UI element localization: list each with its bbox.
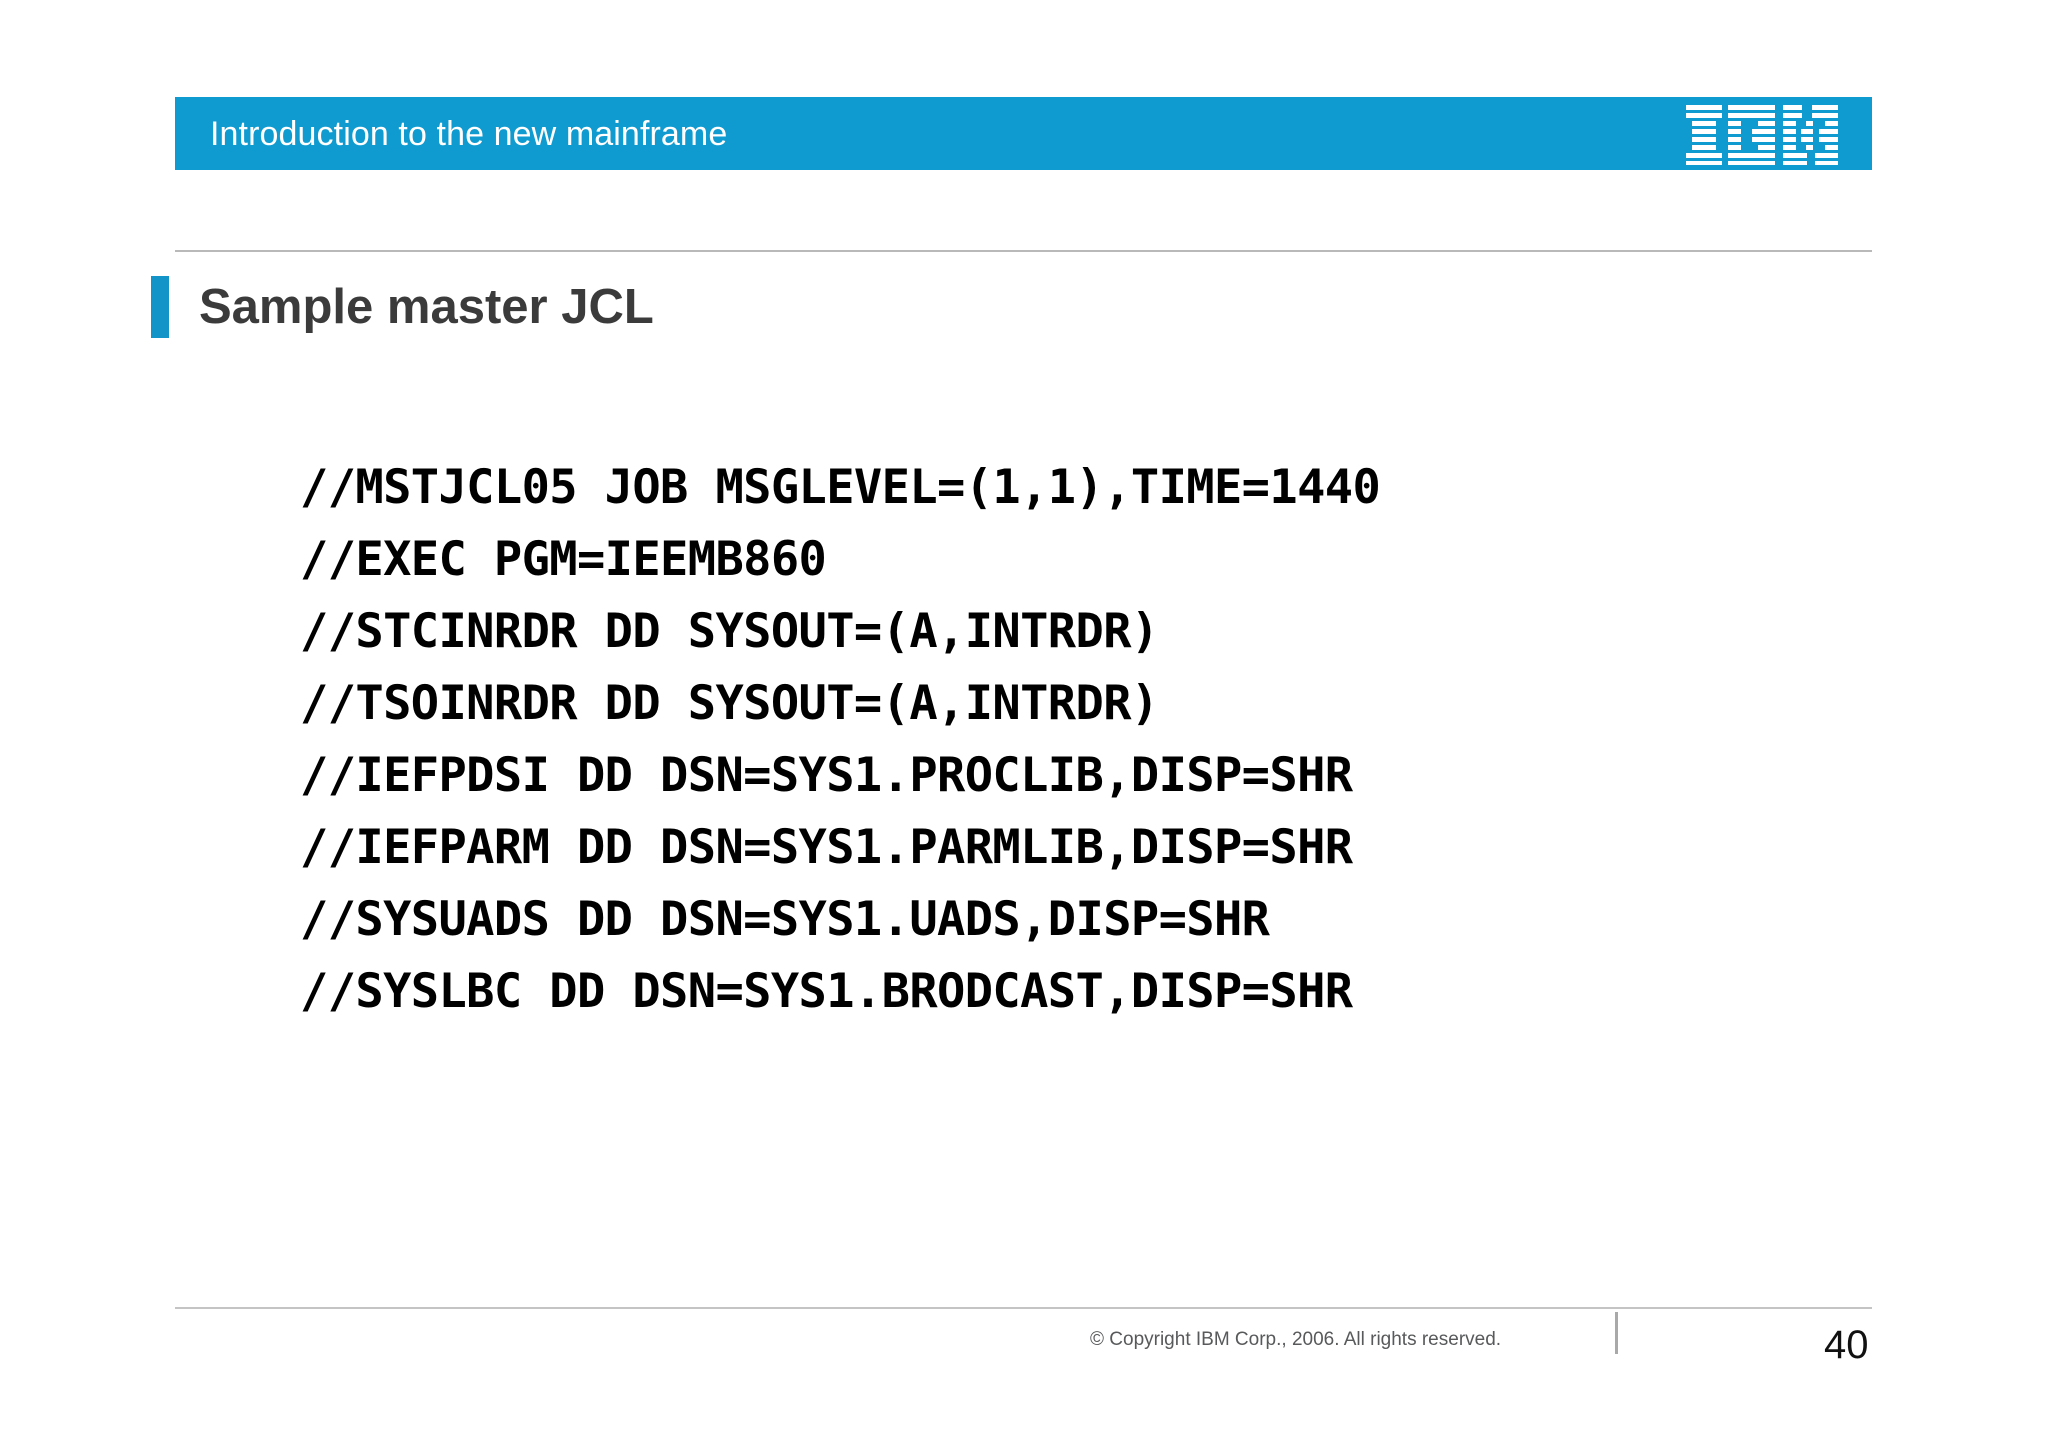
- code-line: //TSOINRDR DD SYSOUT=(A,INTRDR): [300, 676, 1159, 731]
- header-title: Introduction to the new mainframe: [210, 114, 728, 153]
- jcl-code-block: //MSTJCL05 JOB MSGLEVEL=(1,1),TIME=1440 …: [300, 452, 1900, 1028]
- code-line: //MSTJCL05 JOB MSGLEVEL=(1,1),TIME=1440: [300, 460, 1381, 515]
- ibm-logo-icon: [1686, 104, 1838, 165]
- page-title: Sample master JCL: [199, 279, 654, 334]
- code-line: //STCINRDR DD SYSOUT=(A,INTRDR): [300, 604, 1159, 659]
- page-title-row: Sample master JCL: [151, 276, 654, 338]
- code-line: //IEFPDSI DD DSN=SYS1.PROCLIB,DISP=SHR: [300, 748, 1353, 803]
- footer-copyright: © Copyright IBM Corp., 2006. All rights …: [1090, 1329, 1502, 1350]
- footer-divider: [175, 1307, 1872, 1309]
- footer-vertical-divider: [1615, 1312, 1618, 1354]
- title-divider: [175, 250, 1872, 252]
- code-line: //SYSLBC DD DSN=SYS1.BRODCAST,DISP=SHR: [300, 964, 1353, 1019]
- title-accent-bar: [151, 276, 169, 338]
- code-line: //IEFPARM DD DSN=SYS1.PARMLIB,DISP=SHR: [300, 820, 1353, 875]
- header-logo-band: [1452, 97, 1872, 170]
- code-line: //SYSUADS DD DSN=SYS1.UADS,DISP=SHR: [300, 892, 1270, 947]
- page-number: 40: [1824, 1323, 1869, 1367]
- code-line: //EXEC PGM=IEEMB860: [300, 532, 827, 587]
- header-band: Introduction to the new mainframe: [175, 97, 1452, 170]
